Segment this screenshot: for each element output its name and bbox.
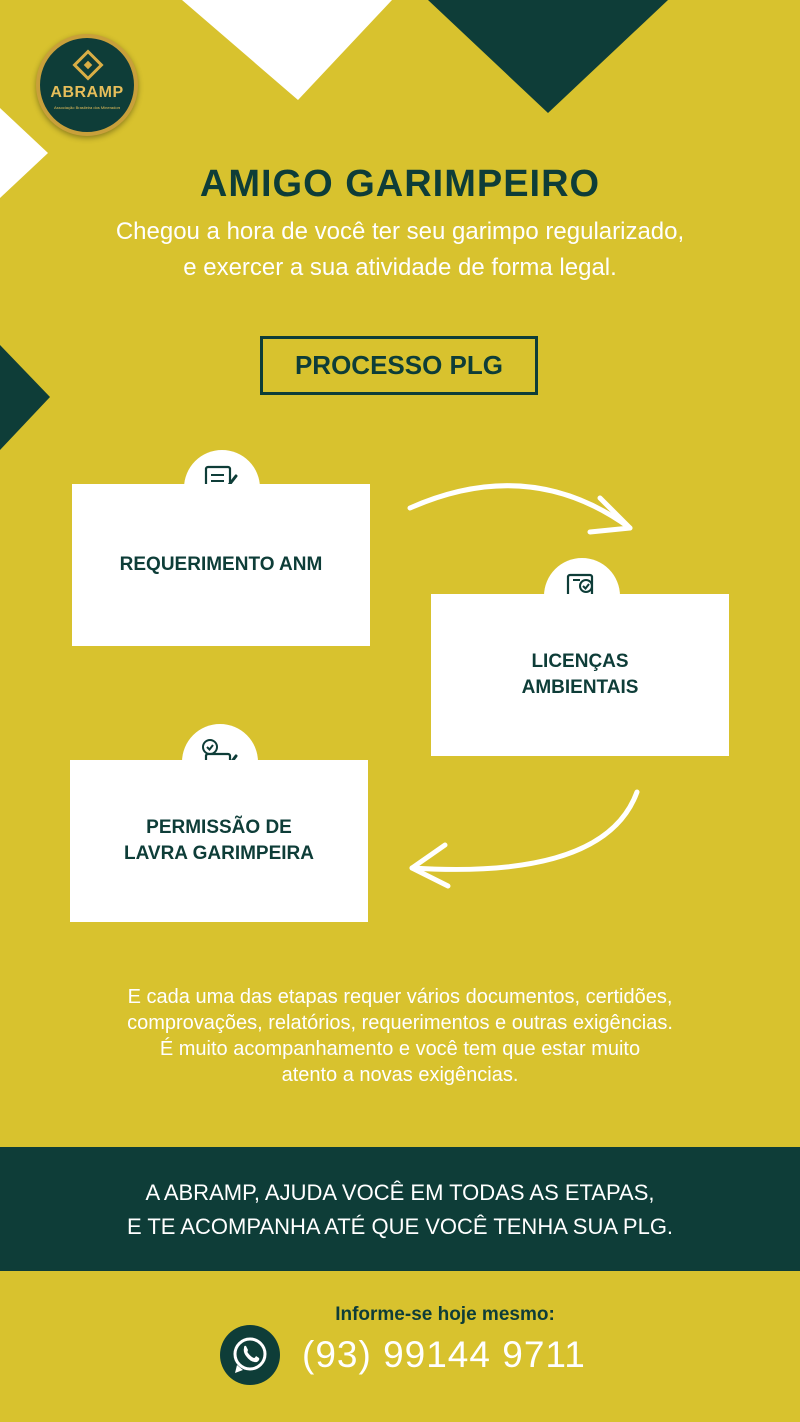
step-2-label-line-1: LICENÇAS [531, 651, 629, 672]
subtitle-line-1: Chegou a hora de você ter seu garimpo re… [115, 218, 685, 245]
arrow-right-curve [407, 483, 633, 531]
info-line-4: atento a novas exigências. [281, 1064, 519, 1086]
abramp-logo: ABRAMP Associação Brasileira dos Minerad… [36, 34, 138, 136]
white-triangle-top [182, 0, 392, 100]
logo-diamond-icon [72, 49, 104, 81]
step-1-label: REQUERIMENTO ANM [119, 554, 323, 575]
info-line-1: E cada uma das etapas requer vários docu… [127, 986, 673, 1008]
arrow-left-curve [409, 789, 640, 872]
subtitle-line-2: e exercer a sua atividade de forma legal… [183, 254, 617, 281]
step-2-label-line-2: AMBIENTAIS [521, 677, 639, 698]
banner-line-2: E TE ACOMPANHA ATÉ QUE VOCÊ TENHA SUA PL… [126, 1214, 674, 1239]
whatsapp-button[interactable] [220, 1325, 280, 1385]
abramp-banner: A ABRAMP, AJUDA VOCÊ EM TODAS AS ETAPAS,… [0, 1147, 800, 1271]
arrow-right-head [587, 495, 633, 535]
arrow-left-head [409, 842, 451, 889]
step-3-label-line-1: PERMISSÃO DE [146, 817, 292, 838]
white-triangle-left [0, 108, 48, 198]
phone-number[interactable]: (93) 99144 9711 [302, 1334, 586, 1375]
dark-triangle-left [0, 345, 50, 450]
logo-name: ABRAMP [50, 84, 124, 101]
info-line-2: comprovações, relatórios, requerimentos … [127, 1012, 673, 1034]
step-3-label-line-2: LAVRA GARIMPEIRA [124, 843, 314, 864]
logo-tagline: Associação Brasileira dos Mineradores [54, 105, 120, 110]
info-line-3: É muito acompanhamento e você tem que es… [159, 1038, 641, 1060]
banner-line-1: A ABRAMP, AJUDA VOCÊ EM TODAS AS ETAPAS, [145, 1180, 655, 1205]
contact-prompt: Informe-se hoje mesmo: [335, 1304, 555, 1325]
process-label: PROCESSO PLG [260, 336, 538, 395]
step-card-licencas: LICENÇAS AMBIENTAIS [431, 594, 729, 756]
subtitle: Chegou a hora de você ter seu garimpo re… [20, 214, 780, 286]
info-paragraph: E cada uma das etapas requer vários docu… [40, 984, 760, 1088]
dark-triangle-top [428, 0, 668, 113]
whatsapp-icon [233, 1337, 267, 1373]
page-title: AMIGO GARIMPEIRO [199, 163, 601, 205]
step-card-requerimento: REQUERIMENTO ANM [72, 484, 370, 646]
step-card-permissao: PERMISSÃO DE LAVRA GARIMPEIRA [70, 760, 368, 922]
